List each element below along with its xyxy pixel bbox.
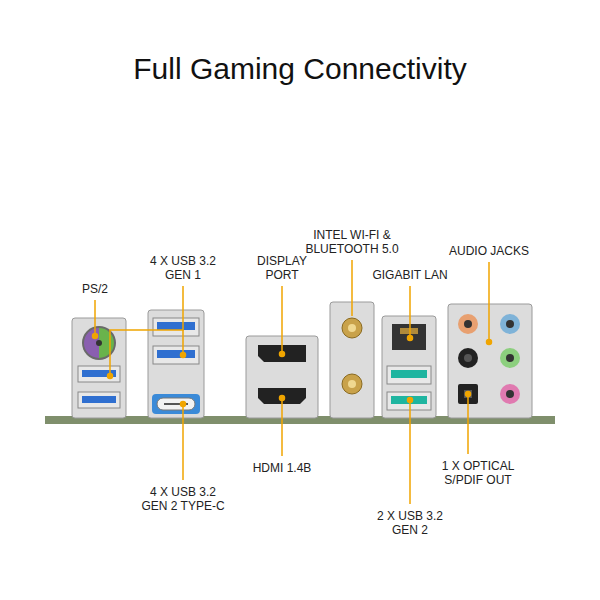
audio-jack — [458, 314, 478, 334]
port-label: GIGABIT LAN — [360, 268, 460, 282]
leader-dot — [108, 374, 113, 379]
antenna-pin — [348, 324, 356, 332]
audio-housing — [448, 304, 532, 418]
leader-dot — [181, 402, 186, 407]
rj45-port — [392, 324, 426, 350]
usb-port — [387, 392, 431, 410]
usb-tongue — [157, 350, 195, 358]
usb-port — [153, 346, 199, 364]
port-housing — [382, 316, 436, 418]
audio-jack — [500, 384, 520, 404]
leader-line — [94, 300, 96, 334]
leader-line — [467, 394, 469, 454]
leader-dot — [408, 336, 413, 341]
leader-line — [182, 330, 184, 355]
diagram-title: Full Gaming Connectivity — [0, 52, 600, 86]
leader-dot — [181, 353, 186, 358]
usb-tongue — [391, 396, 427, 404]
usb-port — [78, 366, 120, 382]
leader-line — [182, 404, 184, 480]
leader-dot — [466, 392, 471, 397]
leader-line — [488, 262, 490, 340]
port-label: 4 X USB 3.2 GEN 2 TYPE-C — [137, 485, 229, 513]
port-label: 1 X OPTICAL S/PDIF OUT — [427, 459, 529, 487]
audio-jack — [500, 348, 520, 368]
leader-line — [351, 260, 353, 316]
jack-hole — [506, 354, 514, 362]
leader-line — [409, 400, 411, 504]
leader-dot — [93, 334, 98, 339]
port-label: PS/2 — [65, 282, 125, 296]
port-label: INTEL WI-FI & BLUETOOTH 5.0 — [296, 228, 408, 256]
jack-hole — [506, 320, 514, 328]
port-label: 4 X USB 3.2 GEN 1 — [142, 254, 224, 282]
usb-tongue — [157, 322, 195, 330]
usb-port — [387, 366, 431, 384]
leader-dot — [487, 340, 492, 345]
leader-line — [409, 286, 411, 336]
leader-line — [281, 286, 283, 352]
jack-hole — [464, 354, 472, 362]
antenna-connector — [342, 318, 362, 338]
ps2-port — [82, 326, 116, 360]
port-label: DISPLAY PORT — [251, 254, 313, 282]
leader-dot — [408, 398, 413, 403]
leader-dot — [280, 352, 285, 357]
leader-line — [110, 286, 183, 376]
optical-hole — [464, 390, 472, 398]
port-label: 2 X USB 3.2 GEN 2 — [369, 509, 451, 537]
antenna-connector — [342, 374, 362, 394]
port-label: AUDIO JACKS — [439, 244, 539, 258]
antenna-pin — [348, 380, 356, 388]
typec-surround — [152, 394, 200, 414]
wifi-housing — [330, 302, 374, 418]
rj45-pins — [400, 328, 418, 334]
usb-port — [78, 392, 120, 408]
usb-port — [153, 318, 199, 336]
port-label: HDMI 1.4B — [232, 461, 332, 475]
typec-port — [157, 398, 195, 410]
jack-hole — [506, 390, 514, 398]
usb-tongue — [82, 396, 116, 403]
jack-hole — [464, 320, 472, 328]
audio-jack — [458, 348, 478, 368]
port-housing — [148, 310, 204, 418]
usb-tongue — [391, 370, 427, 378]
leader-dot — [280, 396, 285, 401]
leader-line — [281, 398, 283, 456]
ps2-pin — [96, 340, 102, 346]
audio-jack — [500, 314, 520, 334]
port-housing — [72, 318, 126, 418]
